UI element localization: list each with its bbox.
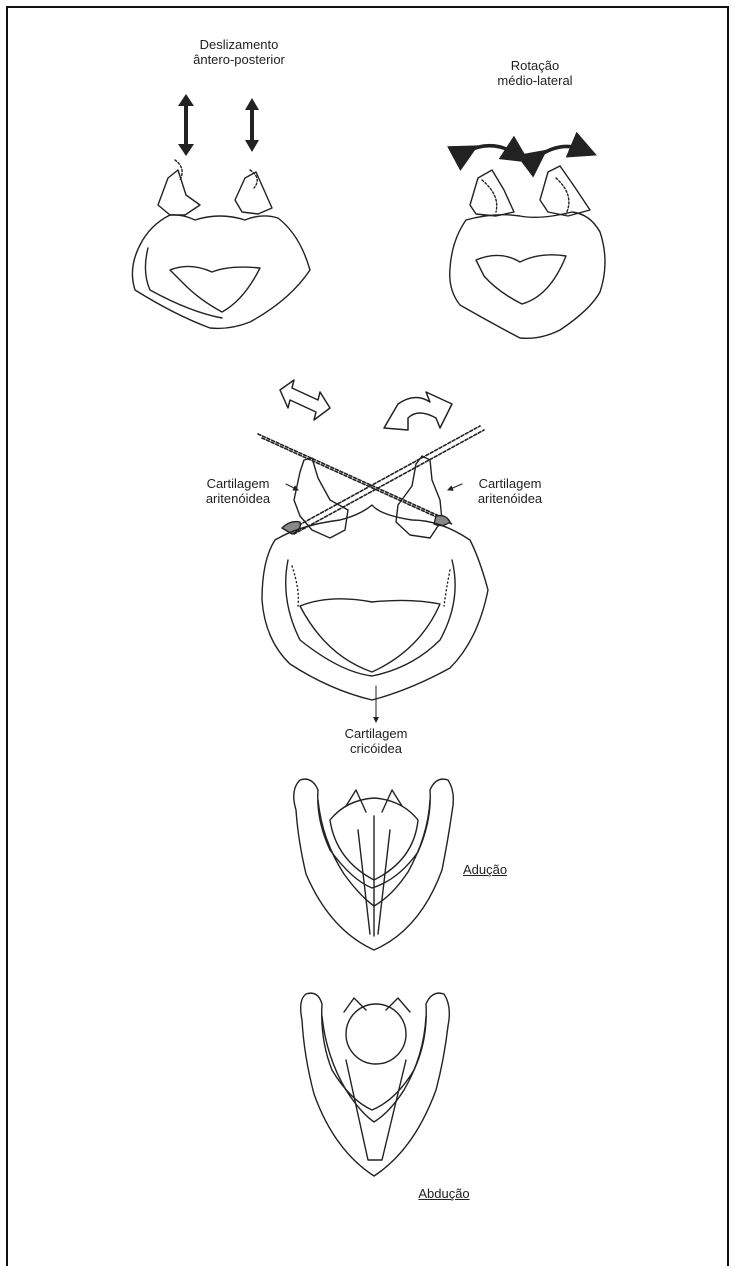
gliding-label-line2: ântero-posterior xyxy=(164,52,314,67)
cricoid-label-line1: Cartilagem xyxy=(326,726,426,741)
rotation-label-line1: Rotação xyxy=(470,58,600,73)
arytenoid-right-label: Cartilagem aritenóidea xyxy=(460,476,560,506)
arytenoid-right-line2: aritenóidea xyxy=(460,491,560,506)
arytenoid-cartilages xyxy=(282,456,450,538)
gliding-arrows xyxy=(178,94,259,156)
cricoid-label-line2: cricóidea xyxy=(326,741,426,756)
arytenoid-right-line1: Cartilagem xyxy=(460,476,560,491)
abduction-label: Abdução xyxy=(404,1186,484,1201)
cricoid-top-left xyxy=(132,160,310,328)
arytenoid-left-label: Cartilagem aritenóidea xyxy=(188,476,288,506)
cricoid-label: Cartilagem cricóidea xyxy=(326,726,426,756)
arytenoid-left-line1: Cartilagem xyxy=(188,476,288,491)
gliding-label-line1: Deslizamento xyxy=(164,37,314,52)
open-curved-arrow-icon xyxy=(384,392,452,430)
rotation-label-line2: médio-lateral xyxy=(470,73,600,88)
gliding-label: Deslizamento ântero-posterior xyxy=(164,37,314,67)
rotation-axes xyxy=(258,426,484,534)
arytenoid-left-line2: aritenóidea xyxy=(188,491,288,506)
cricoid-middle xyxy=(262,505,488,700)
rotation-label: Rotação médio-lateral xyxy=(470,58,600,88)
larynx-adduction xyxy=(294,779,454,950)
cricoid-top-right xyxy=(450,166,605,338)
adduction-label: Adução xyxy=(450,862,520,877)
rotation-arrows xyxy=(466,146,584,158)
larynx-abduction xyxy=(301,993,450,1176)
open-double-arrow-icon xyxy=(280,380,330,420)
